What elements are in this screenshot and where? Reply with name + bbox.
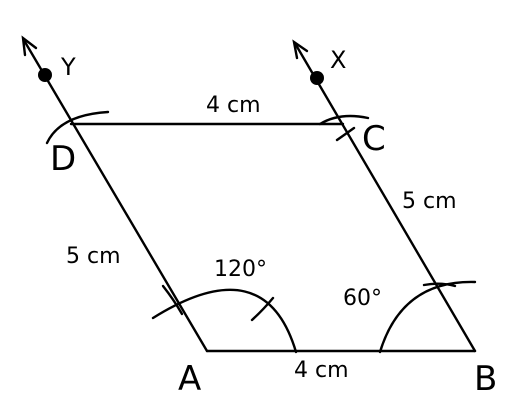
side-label-ad: 5 cm <box>66 244 121 269</box>
ray-ay <box>23 40 209 353</box>
vertex-label-a: A <box>178 359 201 399</box>
ray-x-point <box>310 71 324 85</box>
angle-b-arc <box>378 280 477 354</box>
ray-y-arrowhead <box>21 35 38 57</box>
ray-label-x: X <box>330 46 346 74</box>
vertex-label-d: D <box>50 139 76 179</box>
arc-mark-at-c <box>318 114 370 126</box>
vertex-label-b: B <box>474 359 497 399</box>
angle-label-a: 120° <box>214 257 267 282</box>
side-label-ab: 4 cm <box>294 358 349 383</box>
ray-label-y: Y <box>60 53 76 81</box>
side-label-dc: 4 cm <box>206 93 261 118</box>
angle-a-arc <box>151 288 298 354</box>
arc-mark-at-d <box>45 110 110 145</box>
side-label-bc: 5 cm <box>402 189 457 214</box>
ray-y-point <box>38 68 52 82</box>
angle-label-b: 60° <box>343 286 382 311</box>
ray-bx <box>294 43 477 353</box>
arc-mark-at-c-lower <box>335 126 356 142</box>
arc-mark-on-angle-a <box>250 296 275 322</box>
arc-mark-on-ad <box>161 284 184 316</box>
arc-mark-on-bc <box>422 282 457 288</box>
vertex-label-c: C <box>362 119 386 159</box>
ray-x-arrowhead <box>292 39 309 60</box>
